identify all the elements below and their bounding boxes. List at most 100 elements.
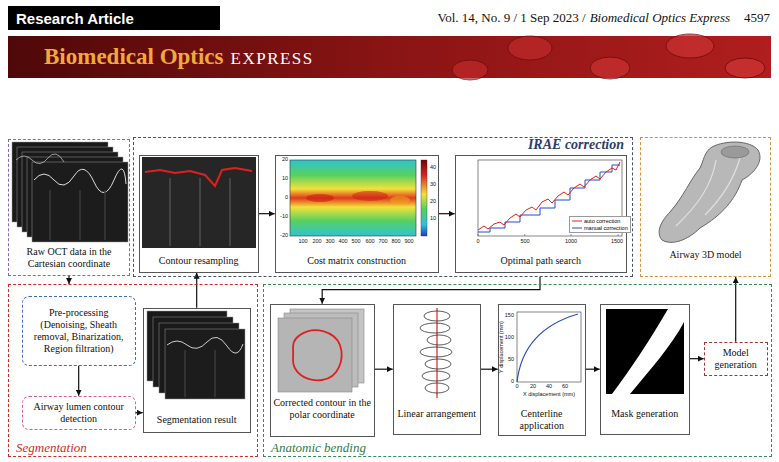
- step-panel: Centerline application: [498, 304, 586, 436]
- node-label: Segmentation result: [146, 414, 248, 426]
- axis-label: 300: [325, 239, 334, 245]
- axis-label: 900: [404, 239, 413, 245]
- step-panel: Mask generation: [600, 304, 690, 435]
- axis-label: 100: [505, 335, 514, 341]
- axis-label: X displacement (mm): [523, 392, 575, 398]
- header-line: Vol. 14, No. 9 / 1 Sep 2023 / Biomedical …: [437, 11, 770, 24]
- header-text: 4597: [744, 11, 770, 24]
- flow-arrow: [196, 273, 197, 308]
- legend-text: manual correction: [584, 225, 628, 232]
- contour-resampling-image: [142, 157, 256, 248]
- axis-label: 700: [378, 239, 387, 245]
- banner-title: Biomedical Optics EXPRESS: [44, 45, 314, 68]
- node-label: Airway lumen contour detection: [27, 401, 131, 425]
- axis-label: 10: [430, 216, 436, 222]
- airway-3d-model: [659, 142, 760, 242]
- axis-label: -10: [280, 214, 288, 220]
- axis-label: 200: [312, 239, 321, 245]
- axis-label: 1000: [565, 239, 577, 245]
- axis-label: 500: [351, 239, 360, 245]
- node-label: Centerline application: [501, 408, 583, 432]
- header-text: Research Article: [16, 11, 134, 26]
- flow-arrow: [78, 366, 79, 396]
- axis-label: -20: [280, 233, 288, 239]
- node-label: Linear arrangement: [396, 408, 478, 420]
- axis-label: 1500: [611, 239, 623, 245]
- node-label: Raw OCT data in the Cartesian coordinate: [11, 246, 127, 270]
- header-text: Biomedical Optics: [44, 45, 224, 68]
- output-panel: Airway 3D model: [640, 137, 771, 277]
- axis-label: 40: [546, 384, 552, 390]
- mask-image: [606, 309, 684, 394]
- node-label: Optimal path search: [458, 255, 624, 267]
- process-box: Pre-processing (Denoising, Sheath remova…: [22, 296, 136, 366]
- node-label: Contour resampling: [142, 255, 256, 267]
- segmentation-stack: [147, 311, 245, 399]
- step-panel: Segmentation result: [143, 308, 251, 433]
- dashed-region: Anatomic bending Corrected contour in the…: [263, 284, 772, 457]
- raw-oct-stack: [12, 142, 128, 242]
- flow-arrow: [481, 369, 498, 370]
- legend-line-sample: [572, 226, 582, 230]
- flow-arrow: [735, 277, 736, 342]
- flow-arrow: [690, 358, 704, 359]
- linear-arrangement-image: [420, 308, 452, 398]
- process-box: Model generation: [704, 342, 768, 376]
- axis-label: 20: [530, 384, 536, 390]
- legend-text: auto correction: [584, 218, 620, 225]
- plot-legend: auto correctionmanual correction: [569, 216, 631, 233]
- dashed-region: Segmentation Pre-processing (Denoising, S…: [8, 284, 258, 457]
- flow-arrow: [322, 277, 540, 304]
- axis-label: 0: [511, 379, 514, 385]
- step-panel: Optimal path search: [455, 155, 627, 273]
- cost-matrix-heatmap: [290, 160, 427, 236]
- region-label: Segmentation: [14, 441, 89, 454]
- axis-label: 800: [391, 239, 400, 245]
- process-box: Airway lumen contour detection: [22, 396, 136, 430]
- flow-arrow: [586, 369, 600, 370]
- centerline-plot: [517, 312, 581, 382]
- flow-arrow: [259, 213, 275, 214]
- flow-arrow: [439, 213, 455, 214]
- node-label: Mask generation: [603, 408, 687, 420]
- node-label: Corrected contour in the polar coordinat…: [273, 397, 372, 421]
- axis-label: 500: [520, 239, 529, 245]
- header-text: Vol. 14, No. 9 / 1 Sep 2023 /: [437, 11, 585, 24]
- legend-row: auto correction: [572, 218, 628, 225]
- axis-label: 0: [476, 239, 479, 245]
- node-label: Cost matrix construction: [278, 255, 436, 267]
- axis-label: 20: [430, 199, 436, 205]
- image-panel: Raw OCT data in the Cartesian coordinate: [8, 139, 130, 276]
- region-label: IRAE correction: [526, 138, 626, 152]
- axis-label: 20: [282, 157, 288, 163]
- axis-label: 10: [282, 176, 288, 182]
- region-label: Anatomic bending: [269, 441, 368, 454]
- node-label: Pre-processing (Denoising, Sheath remova…: [27, 307, 131, 355]
- step-panel: Linear arrangement: [393, 304, 481, 435]
- axis-label: 40: [430, 165, 436, 171]
- axis-label: Y displacement (mm): [499, 321, 505, 373]
- flow-arrow: [68, 276, 69, 284]
- legend-row: manual correction: [572, 225, 628, 232]
- axis-label: 60: [562, 384, 568, 390]
- header-text: EXPRESS: [231, 50, 314, 67]
- corrected-contour-image: [278, 309, 364, 392]
- header-text: Biomedical Optics Express: [590, 11, 730, 24]
- axis-label: 0: [285, 195, 288, 201]
- axis-label: 0: [515, 384, 518, 390]
- step-panel: Cost matrix construction: [275, 155, 439, 273]
- dashed-region: IRAE correctionContour resampling Cost ma…: [133, 137, 633, 277]
- legend-line-sample: [572, 219, 582, 223]
- node-label: Model generation: [709, 347, 763, 371]
- flow-arrow: [375, 369, 393, 370]
- step-panel: Corrected contour in the polar coordinat…: [270, 304, 375, 437]
- axis-label: 400: [338, 239, 347, 245]
- axis-label: 150: [505, 313, 514, 319]
- axis-label: 30: [430, 182, 436, 188]
- step-panel: Contour resampling: [139, 155, 259, 273]
- axis-label: 50: [508, 357, 514, 363]
